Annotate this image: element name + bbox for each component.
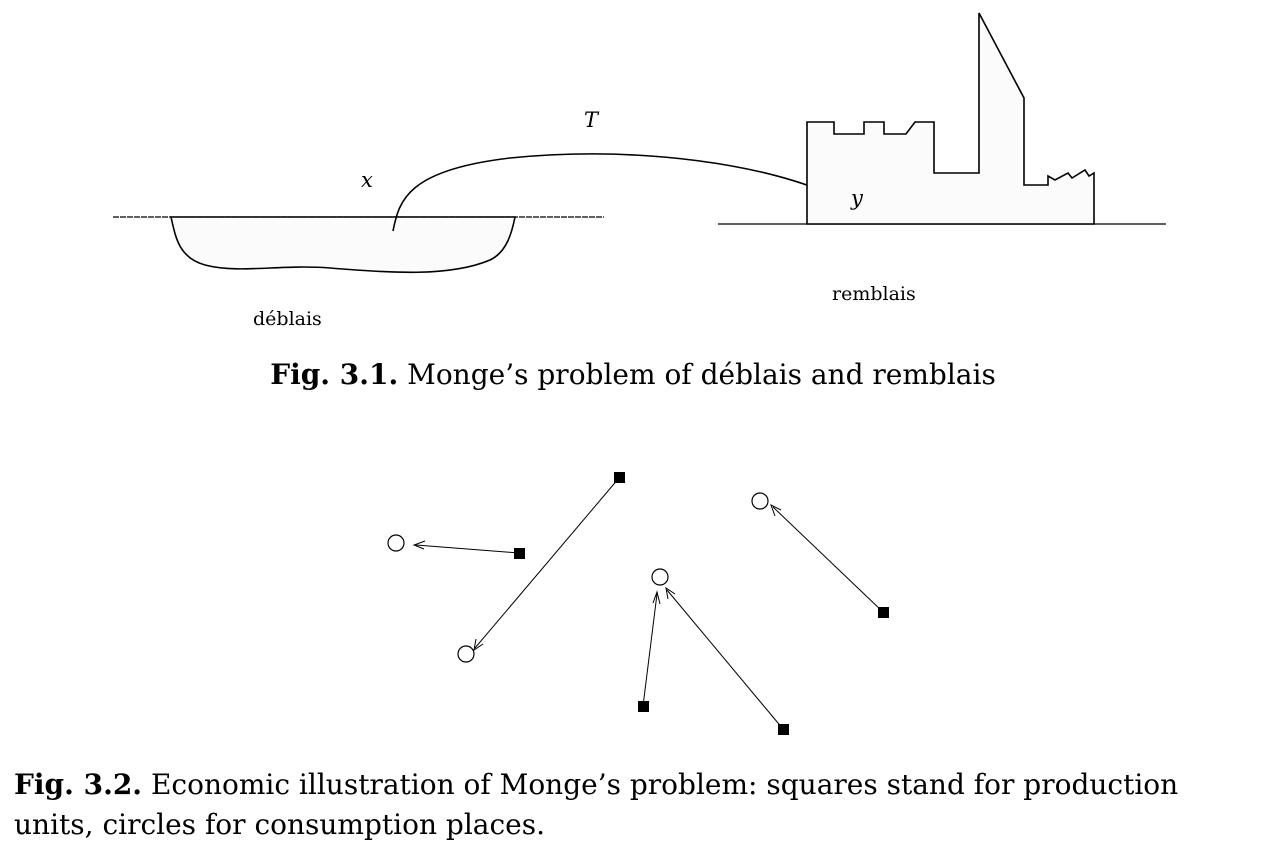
arrow-4 bbox=[665, 586, 784, 730]
figure-3-2-diagram bbox=[387, 472, 889, 735]
map-label-T: T bbox=[584, 108, 600, 132]
arrow-1 bbox=[412, 540, 520, 554]
production-unit-square bbox=[778, 724, 789, 735]
remblais-building bbox=[806, 12, 1095, 225]
figure-3-2-caption: Fig. 3.2. Economic illustration of Monge… bbox=[14, 765, 1254, 845]
arrow-3 bbox=[642, 590, 661, 707]
arrow-5 bbox=[770, 503, 884, 613]
consumption-place-circle bbox=[387, 534, 405, 552]
point-label-y: y bbox=[850, 186, 864, 210]
production-unit-square bbox=[614, 472, 625, 483]
production-unit-square bbox=[878, 607, 889, 618]
consumption-place-circle bbox=[457, 645, 475, 663]
production-unit-square bbox=[638, 701, 649, 712]
deblais-pit bbox=[170, 216, 516, 274]
figure-3-2-caption-line-2: units, circles for consumption places. bbox=[14, 808, 545, 841]
figure-3-2-caption-text-1: Economic illustration of Monge’s problem… bbox=[150, 768, 1179, 801]
deblais-label: déblais bbox=[253, 308, 322, 330]
production-unit-square bbox=[514, 548, 525, 559]
arrow-2 bbox=[473, 477, 620, 652]
consumption-place-circle bbox=[751, 492, 769, 510]
figure-3-1-caption-text: Monge’s problem of déblais and remblais bbox=[407, 358, 996, 391]
point-label-x: x bbox=[361, 168, 373, 192]
figure-3-2-number: Fig. 3.2. bbox=[14, 768, 143, 801]
figure-3-1-number: Fig. 3.1. bbox=[270, 358, 399, 391]
figure-3-1-diagram: T x y déblais remblais bbox=[113, 12, 1166, 330]
consumption-place-circle bbox=[651, 568, 669, 586]
remblais-label: remblais bbox=[832, 283, 916, 305]
transport-map-curve bbox=[392, 153, 837, 232]
figure-3-1-caption: Fig. 3.1. Monge’s problem of déblais and… bbox=[0, 355, 1266, 395]
figure-3-2-caption-line-1: Fig. 3.2. Economic illustration of Monge… bbox=[14, 765, 1254, 805]
